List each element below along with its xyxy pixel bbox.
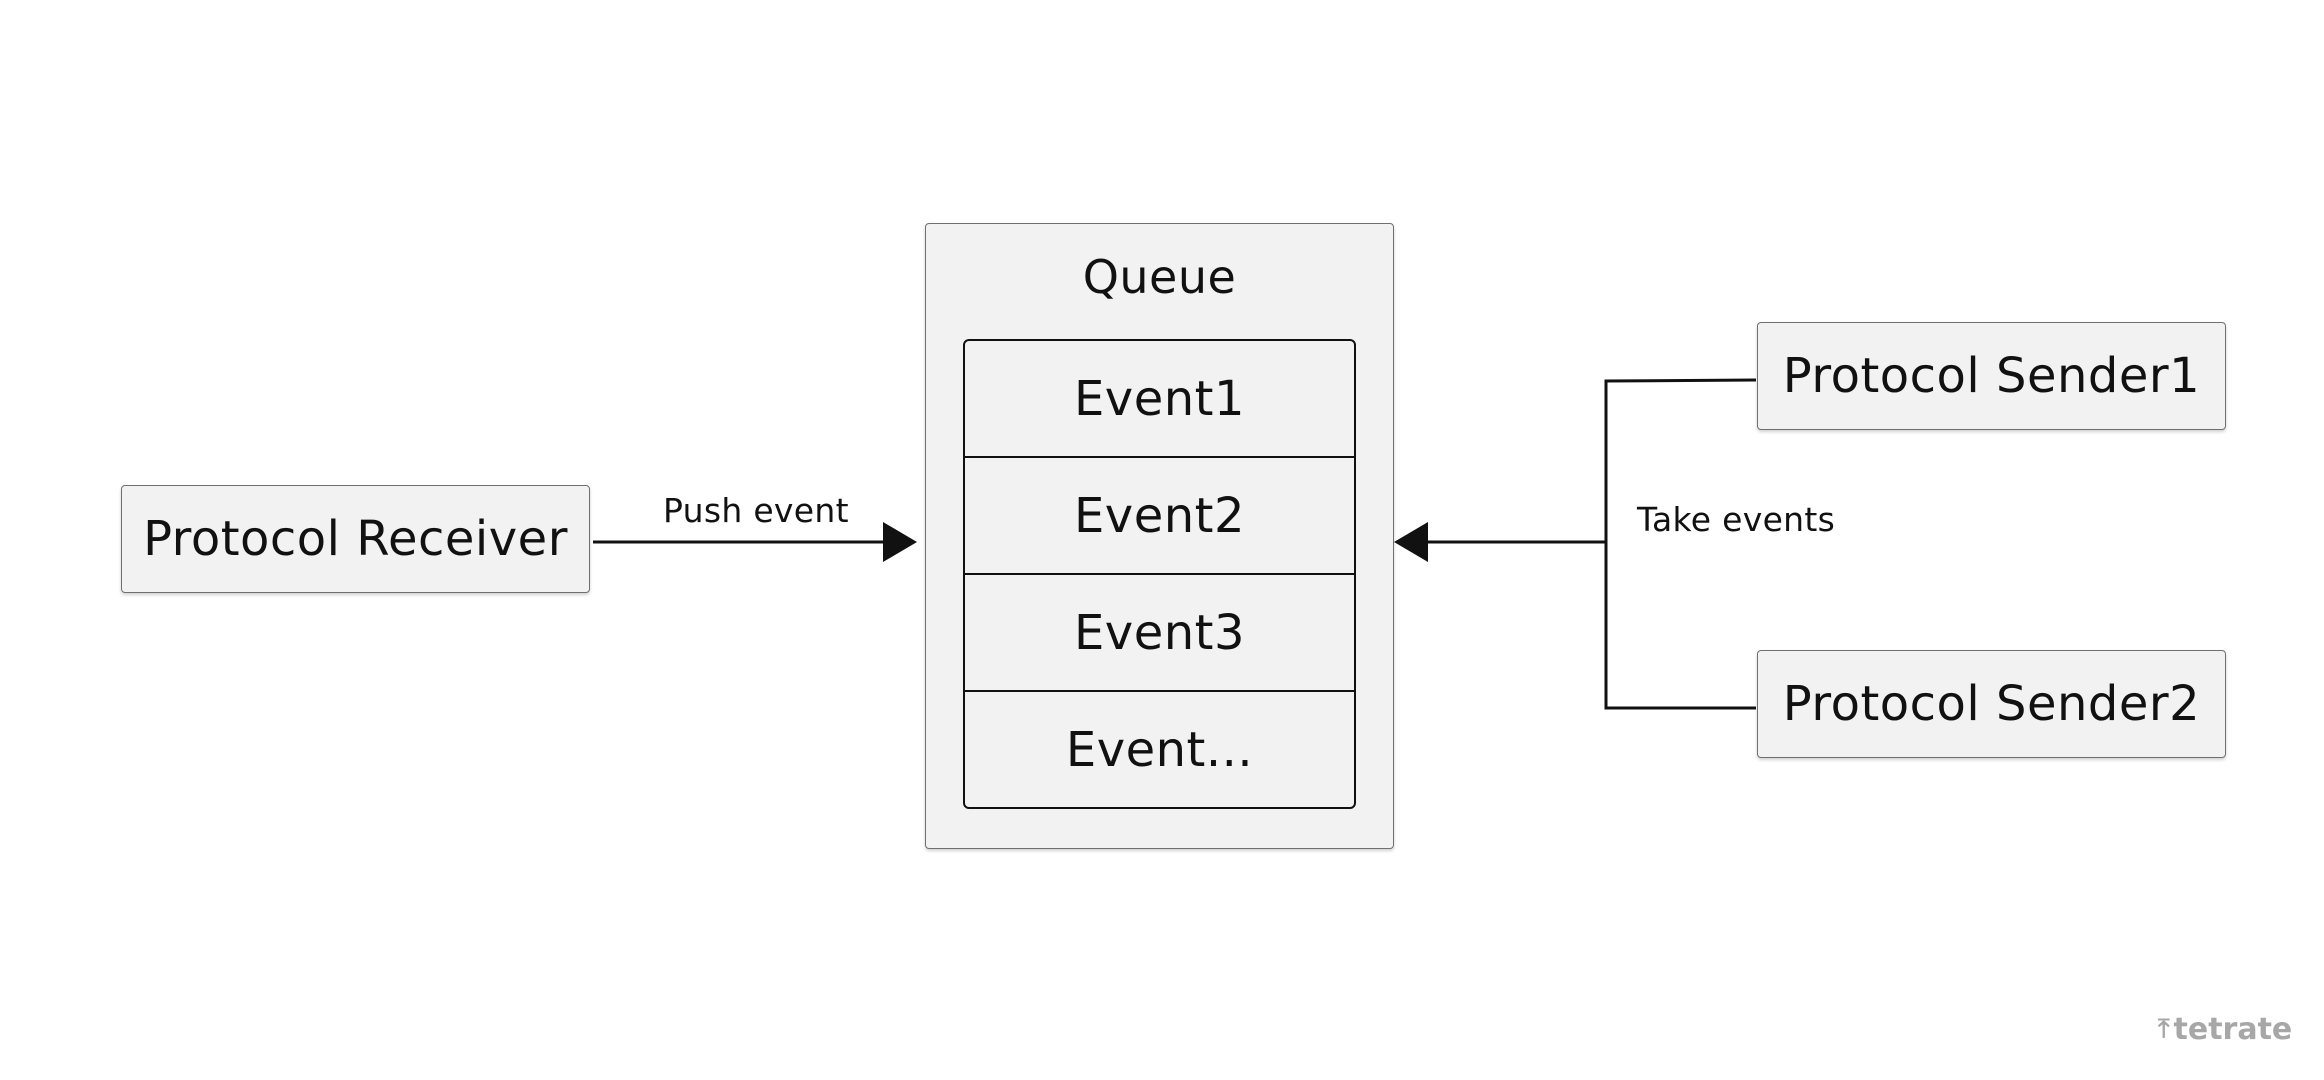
event-item: Event2 <box>965 458 1354 575</box>
tetrate-logo-text: tetrate <box>2173 1012 2293 1047</box>
protocol-sender2-node: Protocol Sender2 <box>1757 650 2226 758</box>
protocol-sender1-node: Protocol Sender1 <box>1757 322 2226 430</box>
event-item: Event1 <box>965 341 1354 458</box>
event-stack: Event1 Event2 Event3 Event... <box>963 339 1356 809</box>
queue-title: Queue <box>1082 250 1237 304</box>
protocol-sender2-label: Protocol Sender2 <box>1782 676 2201 732</box>
event-item: Event... <box>1065 721 1254 778</box>
tetrate-logo: ⤒ tetrate <box>2158 1012 2292 1047</box>
protocol-receiver-node: Protocol Receiver <box>121 485 590 593</box>
protocol-receiver-label: Protocol Receiver <box>143 511 568 567</box>
push-arrowhead <box>883 522 917 562</box>
sender-bracket <box>1604 378 1757 710</box>
protocol-sender1-label: Protocol Sender1 <box>1782 348 2201 404</box>
push-event-label: Push event <box>663 491 849 530</box>
take-arrowhead <box>1394 522 1428 562</box>
take-events-label: Take events <box>1637 500 1836 539</box>
event-item: Event3 <box>965 575 1354 692</box>
queue-node: Queue Event1 Event2 Event3 Event... <box>925 223 1394 849</box>
tetrate-logo-icon: ⤒ <box>2158 1014 2170 1044</box>
